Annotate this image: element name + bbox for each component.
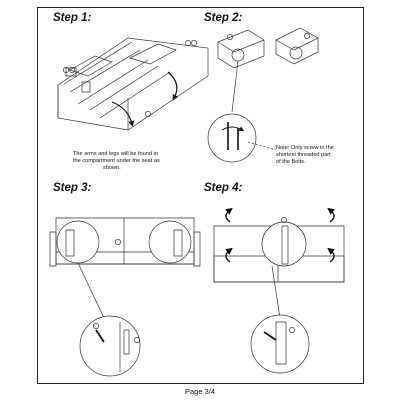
- callout-3c: [134, 337, 139, 342]
- arm-panel-left-side: [218, 40, 264, 68]
- rotate-arrow-br: [327, 247, 335, 262]
- bracket-zoom-circle: [80, 316, 140, 376]
- bolts-note-line-3: of the Bolts.: [276, 159, 306, 165]
- callout-2b: [304, 33, 309, 38]
- screw-direction-arrow: [222, 127, 245, 132]
- bolts-note-line-1: Note: Only screw in the: [276, 145, 334, 151]
- compartment-right: [130, 44, 176, 64]
- arms-legs-note-line-3: shown.: [103, 165, 121, 171]
- callout-1e: [145, 111, 150, 116]
- arm-panel-right: [276, 28, 318, 50]
- fold-arrow-right: [168, 72, 179, 101]
- step-1-diagram: [58, 38, 208, 130]
- note-leader-line: [248, 142, 276, 150]
- step-4-diagram: [214, 207, 344, 373]
- leg-part: [82, 82, 90, 92]
- leg-left: [50, 232, 56, 266]
- bracket-plate: [124, 330, 129, 354]
- arm-panel-left: [218, 30, 264, 52]
- arms-legs-note-line-1: The arms and legs will be found in: [73, 151, 158, 157]
- arm-zoom-left: [57, 221, 99, 263]
- compartment-left: [70, 56, 112, 76]
- callout-4a: [281, 217, 286, 222]
- arms-legs-note: The arms and legs will be found in the c…: [73, 151, 160, 172]
- rotate-arrow-tr: [327, 207, 335, 222]
- rotate-arrow-tl: [225, 207, 233, 222]
- callout-3b: [93, 323, 98, 328]
- bolt-hole-right: [290, 47, 302, 59]
- arms-legs-note-line-2: the compartment under the seat as: [73, 158, 160, 164]
- bolts-note-line-2: shortest threaded part: [276, 152, 331, 158]
- bracket-tab: [96, 330, 104, 342]
- step-2-title: Step 2:: [204, 12, 243, 24]
- sofa-seat-edge: [58, 85, 128, 130]
- arm-part: [66, 68, 76, 76]
- callout-1a: [63, 67, 68, 72]
- step-2-diagram: [208, 28, 318, 162]
- arm-bracket-right: [174, 230, 182, 256]
- instruction-sheet: [37, 7, 364, 384]
- bolt-hole-left: [232, 49, 244, 61]
- rotate-arrow-bl: [225, 247, 233, 262]
- page-number: Page 3/4: [184, 387, 216, 396]
- leg-tab: [264, 332, 276, 340]
- callout-1d: [191, 40, 196, 45]
- arm-panel-right-side: [276, 38, 318, 64]
- leg-right: [194, 232, 200, 266]
- zoom-line-4: [272, 266, 280, 318]
- bolts-note: Note: Only screw in the shortest threade…: [276, 145, 334, 166]
- fold-arrow-left: [112, 102, 135, 127]
- arm-zoom-right: [149, 221, 191, 263]
- leg-bolt: [276, 322, 286, 364]
- callout-1b: [69, 67, 74, 72]
- callout-4b: [289, 327, 294, 332]
- step-3-title: Step 3:: [53, 182, 92, 194]
- callout-3a: [115, 239, 120, 244]
- sofa-seat-outline: [58, 38, 208, 130]
- step-4-title: Step 4:: [204, 182, 243, 194]
- center-zoom-circle: [262, 222, 306, 266]
- step-3-diagram: [50, 218, 200, 376]
- zoom-line: [232, 61, 238, 112]
- center-bracket: [282, 226, 288, 264]
- arm-bracket-left: [66, 230, 74, 256]
- sofa-panels: [64, 42, 170, 118]
- step-1-title: Step 1:: [53, 12, 92, 24]
- callout-1c: [185, 40, 190, 45]
- callout-2a: [227, 34, 232, 39]
- zoom-line-3: [78, 263, 104, 318]
- bolt-zoom-circle: [208, 114, 256, 162]
